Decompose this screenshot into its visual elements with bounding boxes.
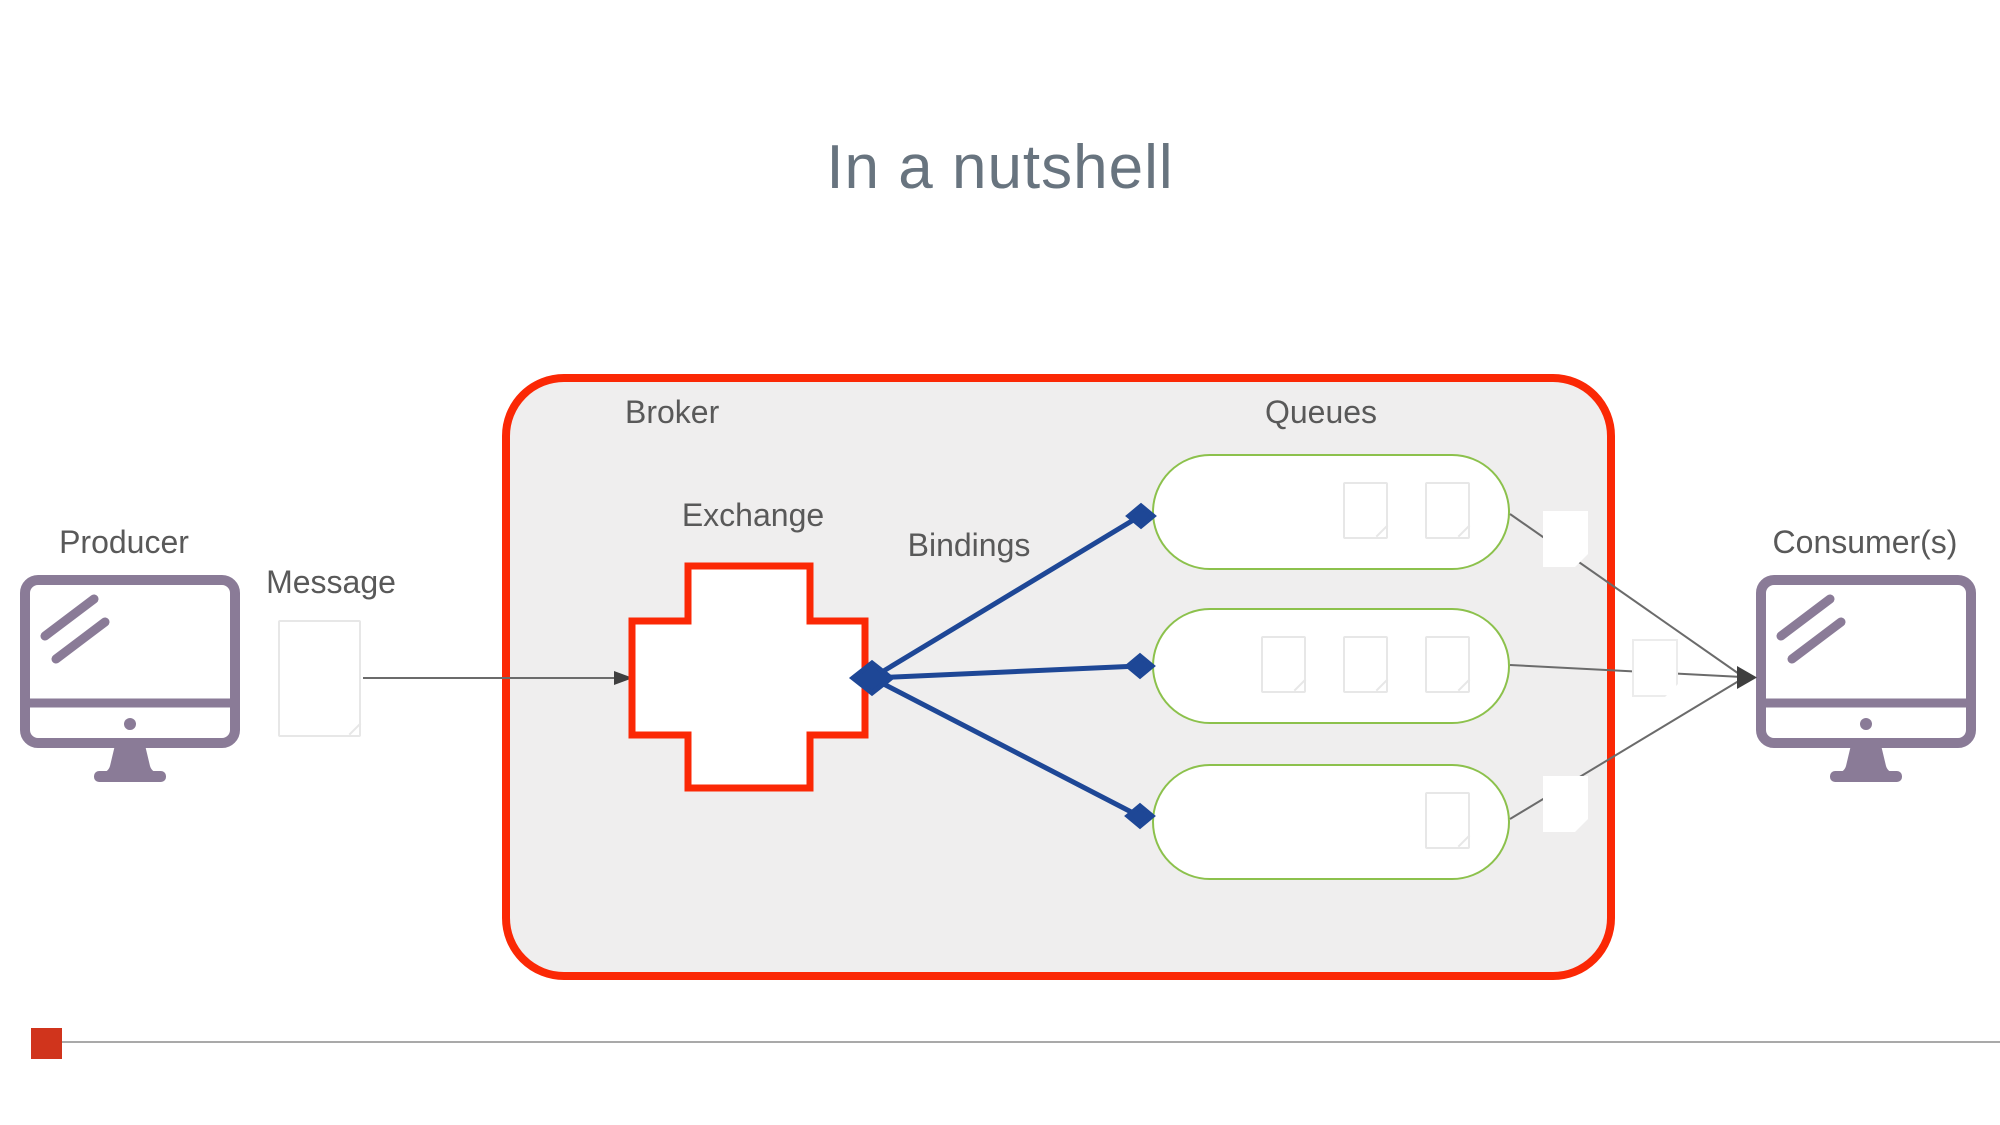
producer-label: Producer — [59, 524, 189, 560]
message-to-exchange-arrow — [363, 671, 633, 685]
queued-message-icon — [1343, 482, 1388, 539]
transit-message-icon-top — [1543, 511, 1588, 567]
broker-label: Broker — [625, 394, 720, 430]
queued-message-icon — [1425, 792, 1470, 849]
exchange-label: Exchange — [681, 497, 825, 533]
queued-message-icon — [1425, 636, 1470, 693]
queues-label: Queues — [1264, 394, 1378, 430]
message-label: Message — [266, 564, 396, 600]
transit-message-icon-middle — [1632, 639, 1678, 697]
consumers-label: Consumer(s) — [1772, 524, 1958, 560]
producer-computer-icon — [25, 580, 235, 782]
message-doc-icon — [278, 620, 361, 737]
queued-message-icon — [1425, 482, 1470, 539]
footer-divider-line — [62, 1041, 2000, 1043]
binding-lines — [848, 502, 1157, 830]
exchange-cross-icon — [628, 562, 869, 792]
footer-accent-square — [31, 1028, 62, 1059]
queued-message-icon — [1261, 636, 1306, 693]
slide-title: In a nutshell — [826, 133, 1174, 202]
binding-diamond-q3 — [1124, 802, 1156, 830]
transit-message-icon-bottom — [1543, 776, 1588, 832]
queued-message-icon — [1343, 636, 1388, 693]
binding-diamond-q2 — [1124, 652, 1156, 680]
consumer-computer-icon — [1761, 580, 1971, 782]
binding-diamond-q1 — [1125, 502, 1157, 530]
bindings-label: Bindings — [907, 527, 1031, 563]
binding-hub-diamond — [848, 659, 896, 697]
